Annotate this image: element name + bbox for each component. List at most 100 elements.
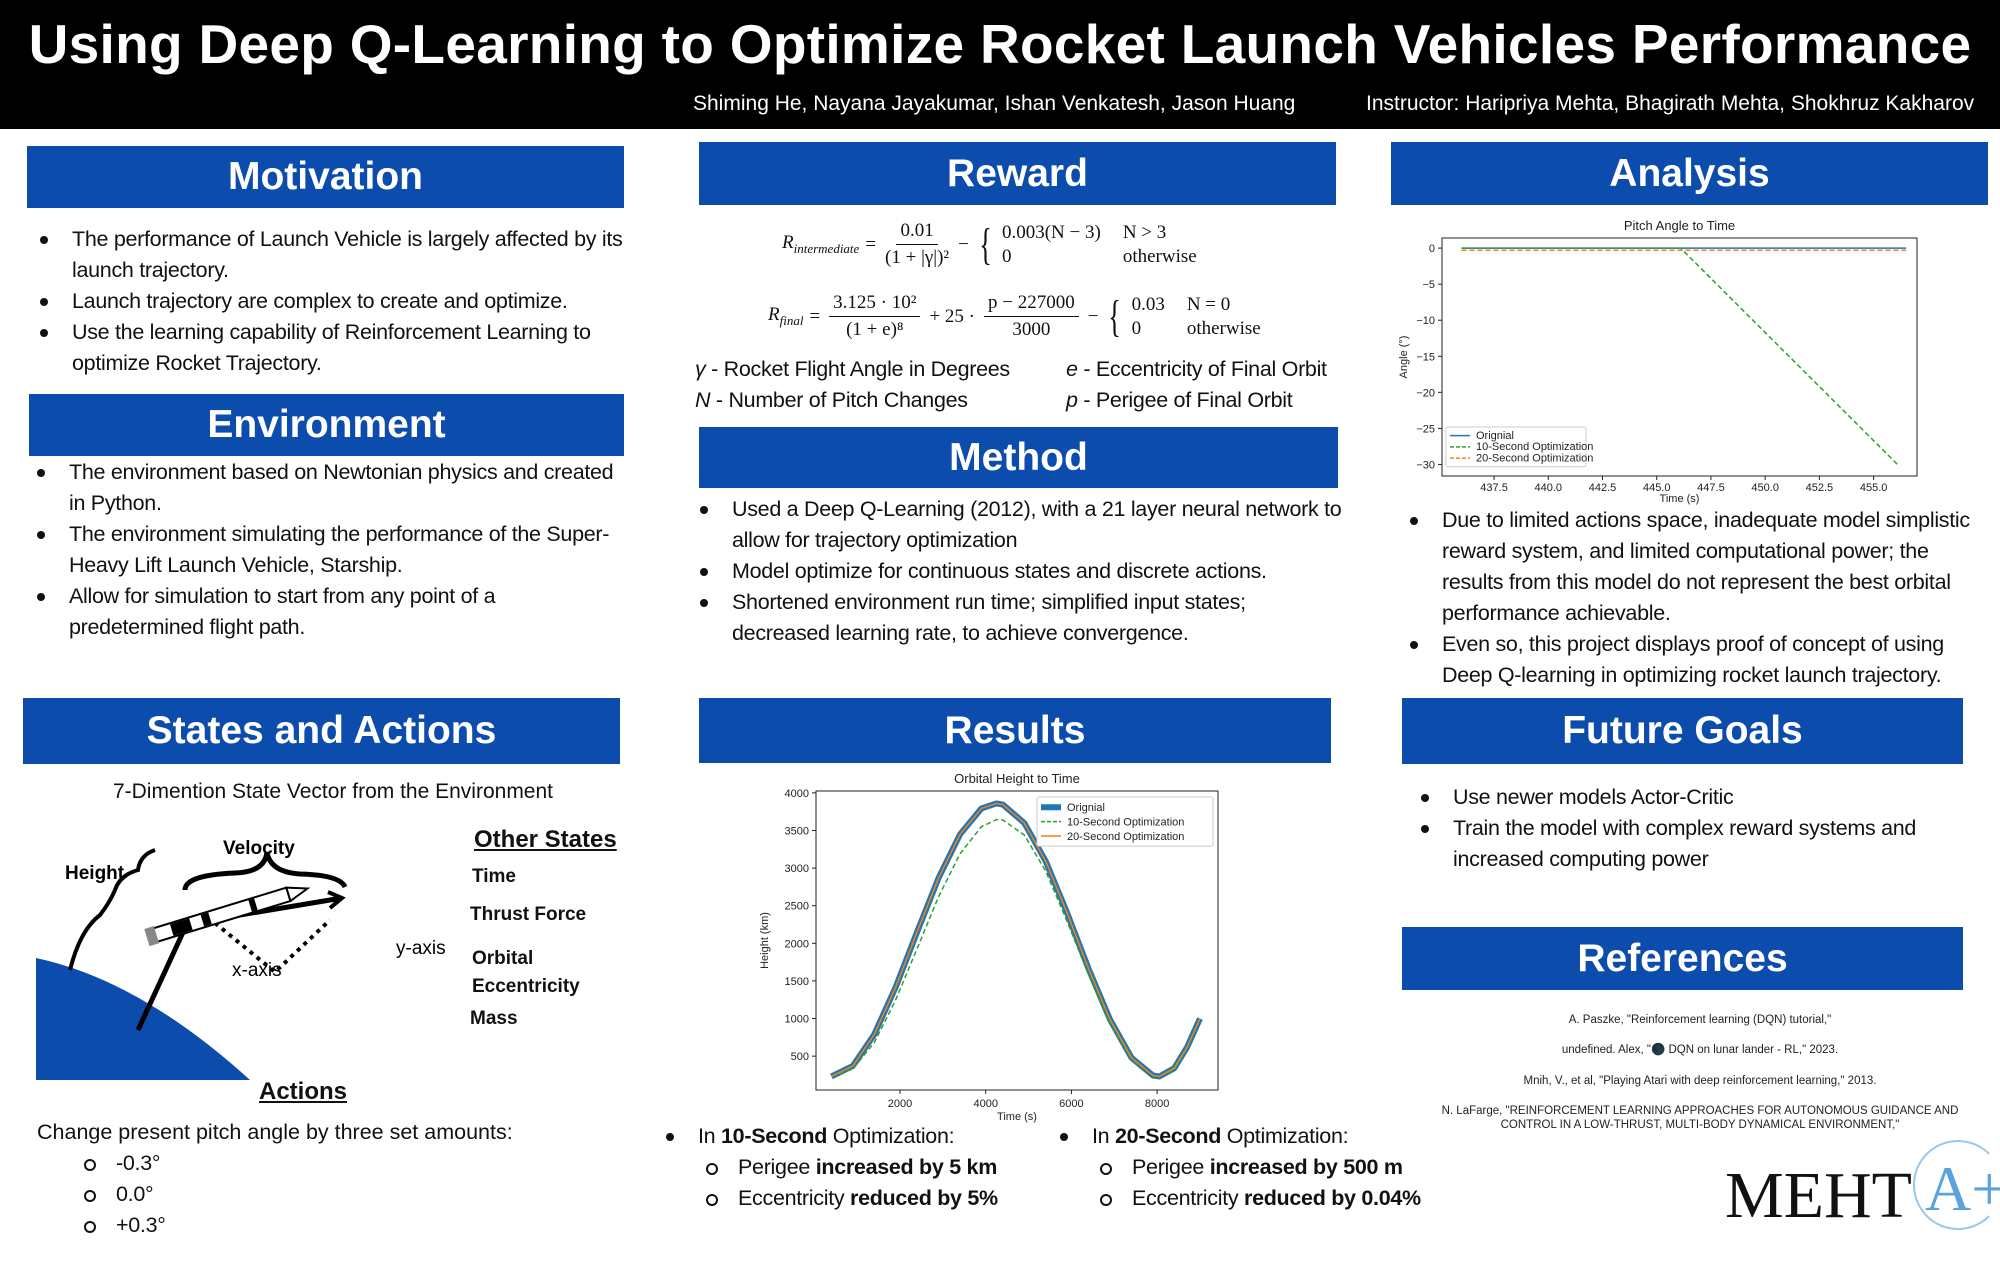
analysis-header: Analysis bbox=[1391, 142, 1988, 205]
list-item: Used a Deep Q-Learning (2012), with a 21… bbox=[692, 494, 1342, 556]
sub-item: Eccentricity reduced by 5% bbox=[698, 1183, 1058, 1214]
legend-n: N - Number of Pitch Changes bbox=[695, 388, 968, 412]
instructors: Instructor: Haripriya Mehta, Bhagirath M… bbox=[1366, 92, 1975, 115]
y-tick-label: 4000 bbox=[785, 788, 809, 800]
x-tick-label: 455.0 bbox=[1860, 482, 1888, 494]
reference-item: N. LaFarge, "REINFORCEMENT LEARNING APPR… bbox=[1441, 1105, 1959, 1131]
list-item: Even so, this project displays proof of … bbox=[1402, 629, 1977, 691]
results-20s: In 20-Second Optimization: Perigee incre… bbox=[1052, 1121, 1452, 1214]
y-tick-label: 1000 bbox=[785, 1014, 809, 1026]
state-time: Time bbox=[472, 866, 517, 887]
list-item: Use newer models Actor-Critic bbox=[1413, 782, 1953, 813]
list-item: Model optimize for continuous states and… bbox=[692, 556, 1342, 587]
y-tick-label: 500 bbox=[791, 1051, 809, 1063]
legend-label: 10-Second Optimization bbox=[1067, 817, 1184, 829]
y-tick-label: −30 bbox=[1416, 459, 1435, 471]
list-item: The environment simulating the performan… bbox=[29, 519, 629, 581]
authors: Shiming He, Nayana Jayakumar, Ishan Venk… bbox=[693, 92, 1296, 115]
final-reward-equation: Rfinal= 3.125 · 10²(1 + e)⁸ + 25 · p − 2… bbox=[768, 291, 1261, 341]
legend-gamma: γ - Rocket Flight Angle in Degrees bbox=[695, 357, 1010, 381]
list-item: Allow for simulation to start from any p… bbox=[29, 581, 629, 643]
series-line-2 bbox=[831, 802, 1201, 1078]
velocity-brace bbox=[182, 851, 348, 891]
state-vector-subtitle: 7-Dimention State Vector from the Enviro… bbox=[112, 780, 554, 803]
state-mass: Mass bbox=[470, 1008, 518, 1029]
list-item: Train the model with complex reward syst… bbox=[1413, 813, 1953, 875]
y-axis-label: y-axis bbox=[396, 938, 446, 959]
plot-frame bbox=[815, 790, 1219, 1091]
rocket-icon bbox=[144, 886, 311, 947]
series-line-1 bbox=[1461, 247, 1899, 465]
sub-item: Perigee increased by 5 km bbox=[698, 1152, 1058, 1183]
y-axis-label: Height (km) bbox=[759, 912, 771, 969]
reference-item: A. Paszke, "Reinforcement learning (DQN)… bbox=[1568, 1014, 1832, 1026]
environment-list: The environment based on Newtonian physi… bbox=[29, 457, 629, 643]
list-item: In 10-Second Optimization: bbox=[658, 1121, 1058, 1152]
chart-title: Pitch Angle to Time bbox=[1624, 218, 1735, 233]
intermediate-reward-equation: Rintermediate= 0.01(1 + |γ|)²− { 0.003(N… bbox=[782, 219, 1197, 269]
reference-item: Mnih, V., et al, "Playing Atari with dee… bbox=[1523, 1075, 1877, 1087]
environment-header: Environment bbox=[29, 394, 624, 456]
y-tick-label: −25 bbox=[1416, 423, 1435, 435]
chart-title: Orbital Height to Time bbox=[954, 771, 1080, 786]
y-tick-label: −5 bbox=[1422, 279, 1435, 291]
mehta-logo: MEHT A+ bbox=[1725, 1140, 2000, 1238]
y-axis-label: Angle (°) bbox=[1398, 336, 1410, 379]
action-item: -0.3° bbox=[76, 1148, 376, 1179]
list-item: Shortened environment run time; simplifi… bbox=[692, 587, 1342, 649]
motivation-list: The performance of Launch Vehicle is lar… bbox=[32, 224, 632, 379]
x-tick-label: 437.5 bbox=[1480, 482, 1508, 494]
action-item: 0.0° bbox=[76, 1179, 376, 1210]
y-tick-label: −10 bbox=[1416, 315, 1435, 327]
sub-item: Eccentricity reduced by 0.04% bbox=[1092, 1183, 1452, 1214]
x-axis-label: Time (s) bbox=[1660, 493, 1700, 505]
list-item: Use the learning capability of Reinforce… bbox=[32, 317, 632, 379]
legend-label: Orignial bbox=[1067, 802, 1105, 814]
legend-p: p - Perigee of Final Orbit bbox=[1066, 388, 1293, 412]
poster-title: Using Deep Q-Learning to Optimize Rocket… bbox=[28, 13, 1972, 75]
state-eccentricity: Eccentricity bbox=[472, 976, 580, 997]
x-tick-label: 4000 bbox=[973, 1098, 997, 1110]
plot-frame bbox=[1441, 237, 1918, 477]
height-brace bbox=[68, 848, 156, 971]
y-tick-label: 2500 bbox=[785, 901, 809, 913]
legend-label: Orignial bbox=[1476, 430, 1514, 442]
radius-line bbox=[135, 926, 188, 1032]
velocity-label: Velocity bbox=[223, 838, 295, 859]
orbital-height-chart: Orbital Height to Time 2000 4000 6000 8000 50… bbox=[759, 771, 1219, 1123]
x-tick-label: 2000 bbox=[888, 1098, 912, 1110]
x-axis-label: x-axis bbox=[232, 960, 282, 981]
actions-title: Actions bbox=[259, 1078, 348, 1105]
x-tick-label: 8000 bbox=[1145, 1098, 1169, 1110]
action-item: +0.3° bbox=[76, 1210, 376, 1241]
other-states-title: Other States bbox=[474, 826, 617, 853]
x-tick-label: 440.0 bbox=[1535, 482, 1563, 494]
height-label: Height bbox=[65, 863, 125, 884]
references-header: References bbox=[1402, 927, 1963, 990]
rocket-state-diagram: Height Velocity x-axis y-axis bbox=[36, 838, 446, 1080]
analysis-list: Due to limited actions space, inadequate… bbox=[1402, 505, 1977, 691]
y-tick-label: 0 bbox=[1429, 243, 1435, 255]
y-tick-label: −20 bbox=[1416, 387, 1435, 399]
method-list: Used a Deep Q-Learning (2012), with a 21… bbox=[692, 494, 1342, 649]
states-actions-header: States and Actions bbox=[23, 698, 620, 764]
velocity-components bbox=[213, 918, 332, 975]
list-item: The environment based on Newtonian physi… bbox=[29, 457, 629, 519]
legend-label: 10-Second Optimization bbox=[1476, 441, 1593, 453]
list-item: In 20-Second Optimization: bbox=[1052, 1121, 1452, 1152]
reward-header: Reward bbox=[699, 142, 1336, 205]
list-item: Launch trajectory are complex to create … bbox=[32, 286, 632, 317]
state-thrust: Thrust Force bbox=[470, 904, 587, 925]
results-10s: In 10-Second Optimization: Perigee incre… bbox=[658, 1121, 1058, 1214]
x-tick-label: 445.0 bbox=[1643, 482, 1671, 494]
y-tick-label: 2000 bbox=[785, 938, 809, 950]
list-item: Due to limited actions space, inadequate… bbox=[1402, 505, 1977, 629]
x-axis-label: Time (s) bbox=[997, 1111, 1037, 1123]
actions-description: Change present pitch angle by three set … bbox=[37, 1120, 513, 1144]
legend-label: 20-Second Optimization bbox=[1067, 831, 1184, 843]
x-tick-label: 6000 bbox=[1059, 1098, 1083, 1110]
x-tick-label: 447.5 bbox=[1697, 482, 1725, 494]
title-bar bbox=[0, 0, 2000, 129]
results-header: Results bbox=[699, 698, 1331, 763]
